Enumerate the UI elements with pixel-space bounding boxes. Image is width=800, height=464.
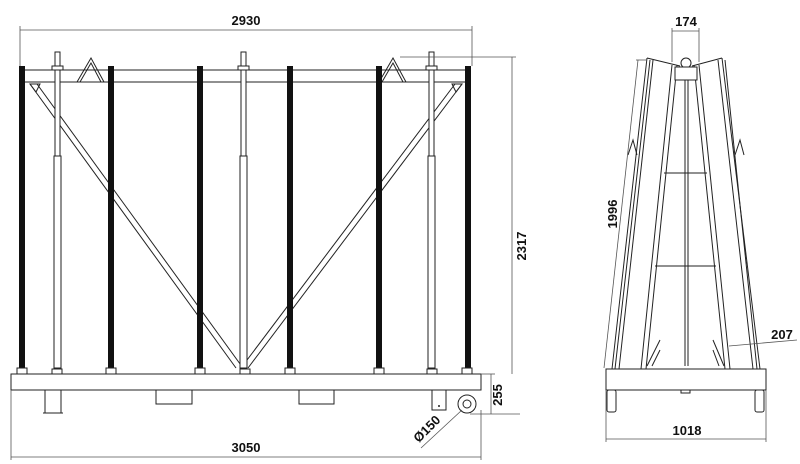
base-frame-side: [605, 368, 767, 413]
center-pole: [646, 80, 725, 367]
base-frame: [10, 373, 482, 414]
wheel: [457, 394, 477, 414]
dimension-top-width: 2930: [19, 13, 473, 66]
dimension-leg-length: 1996: [603, 59, 647, 369]
dimension-label-3050: 3050: [232, 440, 261, 455]
dimension-label-1018: 1018: [673, 423, 702, 438]
dimension-overall-height: 2317: [400, 56, 529, 374]
dimension-label-255: 255: [490, 384, 505, 406]
dimension-overall-width: 3050: [10, 390, 482, 460]
side-view: 174: [603, 14, 798, 442]
wheel-right: [754, 389, 765, 413]
dimension-leg-offset: 207: [728, 327, 798, 347]
dimension-label-2930: 2930: [232, 13, 261, 28]
wheel-left: [606, 389, 617, 413]
top-clamp: [627, 57, 745, 156]
post-feet: [16, 367, 473, 375]
dimension-label-2317: 2317: [514, 232, 529, 261]
support-posts: [19, 66, 471, 368]
inner-legs: [640, 64, 731, 370]
dimension-top-width-side: 174: [671, 14, 700, 62]
dimension-base-width-side: 1018: [605, 390, 767, 442]
outer-legs: [611, 57, 761, 370]
v-handle: [76, 56, 407, 83]
dimension-label-174: 174: [675, 14, 697, 29]
dimension-wheel-diameter: Ø150: [410, 409, 463, 449]
diagonal-braces: [29, 83, 463, 369]
dimension-base-height: 255: [470, 373, 520, 415]
dimension-label-wheel: Ø150: [410, 412, 443, 445]
dimension-label-1996: 1996: [605, 200, 620, 229]
front-view: 2930: [10, 13, 529, 460]
foot-pin: [438, 405, 440, 407]
dimension-label-207: 207: [771, 327, 793, 342]
telescopic-poles: [51, 51, 438, 369]
